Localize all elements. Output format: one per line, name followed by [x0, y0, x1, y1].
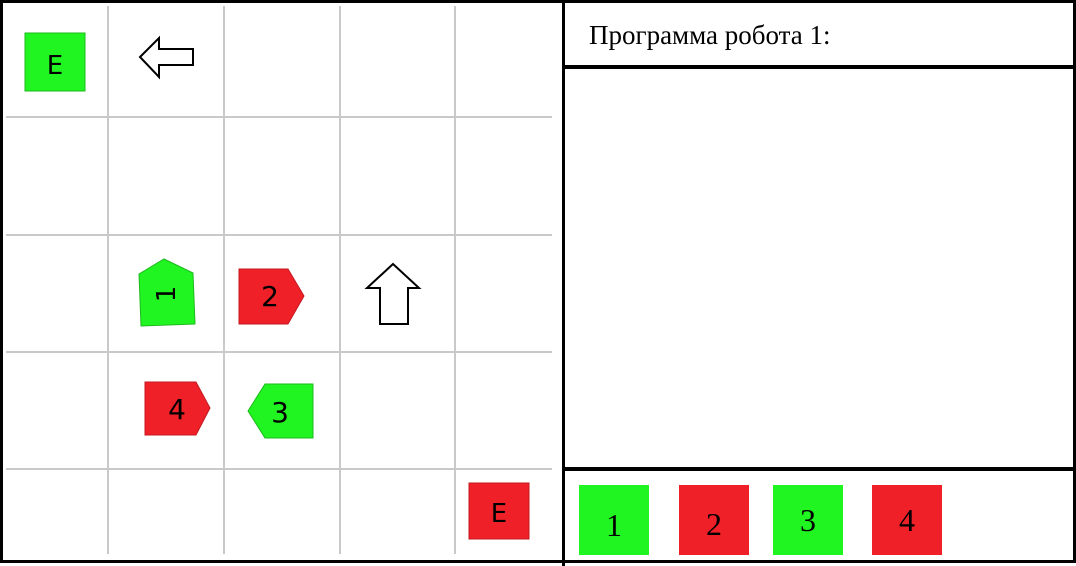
robot-1-label: 1 [152, 286, 182, 303]
command-card-1-label: 1 [606, 506, 622, 543]
game-board: E 1 2 4 [6, 6, 562, 563]
program-panel: Программа робота 1: 1 2 3 4 [565, 6, 1076, 563]
board-grid: E 1 2 4 [6, 6, 552, 554]
panel-divider [562, 3, 565, 566]
program-title: Программа робота 1: [589, 20, 831, 50]
program-drop-area[interactable] [565, 69, 1076, 467]
exit-red-label: E [491, 499, 507, 529]
robot-3[interactable]: 3 [247, 383, 314, 439]
program-header: Программа робота 1: [565, 6, 1076, 69]
robot-4[interactable]: 4 [144, 381, 211, 436]
up-arrow-icon [364, 262, 422, 325]
exit-green-label: E [47, 51, 63, 81]
robot-2[interactable]: 2 [238, 268, 305, 325]
grid-lines [6, 6, 552, 554]
robot-4-label: 4 [168, 393, 186, 426]
exit-green: E [24, 32, 86, 92]
command-card-2[interactable]: 2 [679, 485, 749, 555]
exit-red: E [468, 482, 530, 540]
command-card-3-label: 3 [800, 501, 816, 538]
command-palette: 1 2 3 4 [565, 467, 1076, 563]
left-arrow-icon [138, 35, 194, 80]
command-card-4[interactable]: 4 [872, 485, 942, 555]
robot-1[interactable]: 1 [138, 258, 196, 327]
command-card-1[interactable]: 1 [579, 485, 649, 555]
command-card-4-label: 4 [899, 501, 915, 538]
robot-3-label: 3 [271, 396, 289, 429]
command-card-3[interactable]: 3 [773, 485, 843, 555]
command-card-2-label: 2 [706, 505, 722, 542]
robot-2-label: 2 [261, 280, 279, 313]
